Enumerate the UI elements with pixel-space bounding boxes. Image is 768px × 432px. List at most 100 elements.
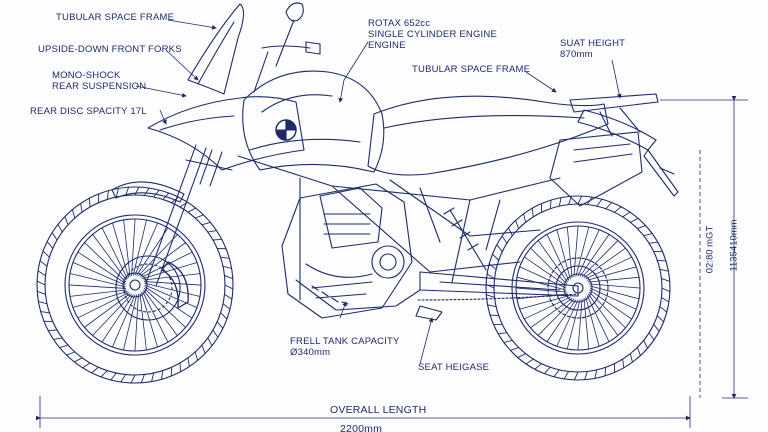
exhaust bbox=[549, 131, 643, 207]
label-rear-disc: REAR DISC SPACITY 17L bbox=[30, 106, 147, 117]
wheel-spoke bbox=[138, 234, 178, 277]
tire-tread bbox=[66, 351, 76, 356]
wheel-spoke bbox=[577, 229, 600, 277]
tire-tread bbox=[636, 225, 647, 230]
tire-tread bbox=[71, 209, 76, 219]
tire-tread bbox=[222, 303, 231, 310]
tire-tread bbox=[207, 337, 213, 347]
tire-tread bbox=[143, 187, 150, 196]
front-fender bbox=[111, 181, 185, 203]
wheel-spoke bbox=[523, 296, 571, 320]
wheel-spoke bbox=[589, 287, 637, 310]
tire-tread bbox=[120, 374, 127, 383]
tire-tread bbox=[59, 344, 69, 349]
tire-tread bbox=[487, 304, 497, 308]
tire-tread bbox=[130, 374, 136, 384]
wheel-spoke bbox=[77, 292, 129, 319]
wheel-spoke bbox=[111, 294, 136, 348]
skid-plate bbox=[295, 279, 421, 311]
wheel-spoke bbox=[132, 219, 147, 276]
tire-tread bbox=[549, 199, 552, 210]
tire-tread bbox=[37, 270, 46, 277]
tire-tread bbox=[509, 346, 520, 351]
wheel-spoke bbox=[123, 294, 138, 351]
wheel-spoke bbox=[143, 281, 202, 286]
tubular-frame bbox=[237, 155, 561, 301]
tire-tread bbox=[64, 216, 69, 226]
tire-tread bbox=[110, 372, 117, 381]
tire-tread bbox=[648, 241, 659, 244]
tire-tread bbox=[501, 235, 508, 244]
tire-tread bbox=[115, 187, 119, 198]
tire-tread bbox=[100, 370, 108, 378]
wheel-spoke bbox=[581, 240, 619, 278]
tire-tread bbox=[659, 306, 668, 313]
tire-tread bbox=[106, 190, 109, 200]
tire-tread bbox=[151, 372, 155, 383]
wheel-spoke bbox=[143, 289, 178, 336]
tire-tread bbox=[220, 256, 230, 259]
tail-rack bbox=[569, 93, 679, 197]
tire-tread bbox=[224, 275, 234, 280]
wheel-spoke bbox=[139, 293, 147, 351]
tire-tread bbox=[613, 206, 622, 213]
wheel-spoke bbox=[579, 233, 610, 277]
tire-tread bbox=[201, 221, 211, 226]
wheel-spoke bbox=[587, 293, 619, 336]
tire-tread bbox=[187, 357, 190, 367]
wheel-spoke bbox=[123, 219, 131, 277]
tire-tread bbox=[224, 284, 234, 290]
wheel-spoke bbox=[530, 297, 573, 329]
tire-tread bbox=[216, 321, 224, 329]
tire-tread bbox=[661, 296, 670, 303]
wheel-spoke bbox=[537, 240, 569, 283]
handlebar bbox=[253, 41, 321, 93]
tire-tread bbox=[553, 369, 560, 378]
footpeg bbox=[415, 305, 443, 321]
tire-tread bbox=[161, 370, 164, 380]
label-mono-shock: MONO-SHOCK REAR SUSPENSION bbox=[52, 70, 147, 92]
label-forks: UPSIDE-DOWN FRONT FORKS bbox=[38, 44, 182, 55]
wheel-spoke bbox=[573, 225, 579, 278]
tire-tread bbox=[212, 329, 219, 338]
tire-tread bbox=[507, 227, 513, 237]
engine bbox=[281, 183, 413, 319]
tire-tread bbox=[194, 351, 199, 361]
tire-tread bbox=[643, 339, 649, 349]
tire-tread bbox=[207, 230, 217, 233]
wheel-spoke bbox=[72, 291, 128, 308]
tire-tread bbox=[659, 268, 669, 272]
wheel-spoke bbox=[68, 284, 127, 289]
tire-tread bbox=[622, 358, 625, 369]
tire-tread bbox=[604, 366, 607, 377]
front-fairing bbox=[147, 96, 305, 171]
tire-tread bbox=[563, 371, 570, 380]
tire-tread bbox=[82, 362, 91, 369]
tire-tread bbox=[194, 214, 204, 219]
tire-tread bbox=[622, 211, 631, 218]
wheel-spoke bbox=[131, 218, 136, 277]
rear-sprocket bbox=[547, 257, 609, 319]
wheel-spoke bbox=[134, 293, 139, 352]
tire-tread bbox=[36, 280, 46, 286]
wheel-spoke bbox=[589, 289, 633, 320]
tire-tread bbox=[629, 353, 633, 363]
wheel-spoke bbox=[546, 233, 570, 281]
front-brake-disc bbox=[115, 255, 189, 321]
tire-tread bbox=[661, 287, 671, 293]
tire-tread bbox=[656, 259, 667, 262]
rear-wheel bbox=[485, 195, 671, 381]
wheel-spoke bbox=[588, 291, 626, 329]
wheel-spoke bbox=[101, 294, 134, 343]
wheel-spoke bbox=[112, 222, 129, 278]
wheel-spoke bbox=[577, 298, 583, 351]
tire-tread bbox=[497, 332, 508, 335]
windscreen bbox=[187, 3, 245, 95]
tire-tread bbox=[661, 278, 671, 282]
seat bbox=[367, 95, 609, 176]
wheel-spoke bbox=[585, 256, 633, 280]
tire-tread bbox=[53, 337, 63, 340]
tire-tread bbox=[73, 357, 83, 363]
wheel-spoke bbox=[537, 298, 575, 336]
wheel-spoke bbox=[585, 296, 600, 347]
